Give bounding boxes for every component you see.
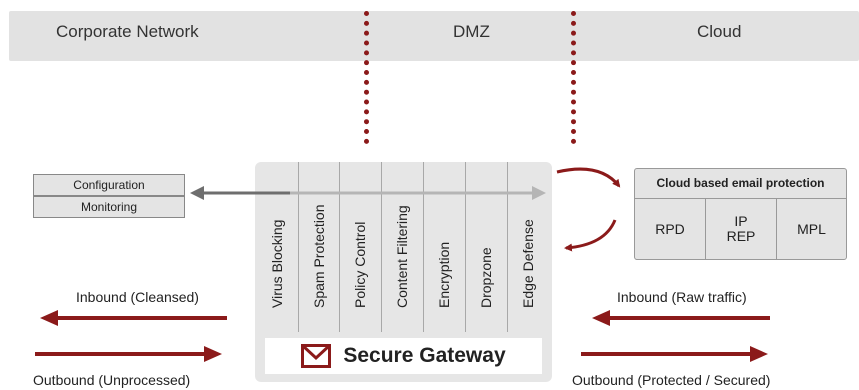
configuration-box: Configuration [33,174,185,196]
zone-label-dmz: DMZ [453,22,490,41]
zone-bar [9,11,859,61]
outbound-left-label: Outbound (Unprocessed) [33,372,191,388]
feature-column: Edge Defense [507,162,549,332]
zone-label-cloud: Cloud [697,22,742,41]
gateway-title-bar: Secure Gateway [265,338,542,374]
outbound-left-arrow [35,346,222,362]
feature-column: Encryption [423,162,465,332]
zone-label-corporate: Corporate Network [56,22,199,41]
envelope-icon [301,344,332,368]
outbound-right-arrow [581,346,768,362]
cloud-protection-title: Cloud based email protection [656,176,825,190]
config-connector-arrow [190,186,546,200]
curved-arrow-from-cloud [564,219,617,252]
zone-divider-right [571,11,576,144]
curved-arrow-to-cloud [556,167,621,188]
cloud-item-mpl: MPL [777,198,846,260]
zone-divider-left [364,11,369,144]
cloud-item-rpd: RPD [635,198,705,260]
feature-column: Spam Protection [298,162,340,332]
inbound-left-arrow [40,310,227,326]
outbound-right-label: Outbound (Protected / Secured) [572,372,771,388]
feature-column: Dropzone [465,162,507,332]
cloud-protection-box: Cloud based email protection RPD IP REP … [634,168,847,260]
monitoring-box: Monitoring [33,196,185,218]
feature-column: Policy Control [339,162,381,332]
cloud-item-ip-rep: IP REP [705,198,777,259]
gateway-title: Secure Gateway [343,344,506,367]
inbound-left-label: Inbound (Cleansed) [76,289,199,305]
feature-column: Content Filtering [381,162,423,332]
secure-gateway-panel: Virus Blocking Spam Protection Policy Co… [255,162,552,382]
inbound-right-arrow [592,310,770,326]
inbound-right-label: Inbound (Raw traffic) [617,289,747,305]
